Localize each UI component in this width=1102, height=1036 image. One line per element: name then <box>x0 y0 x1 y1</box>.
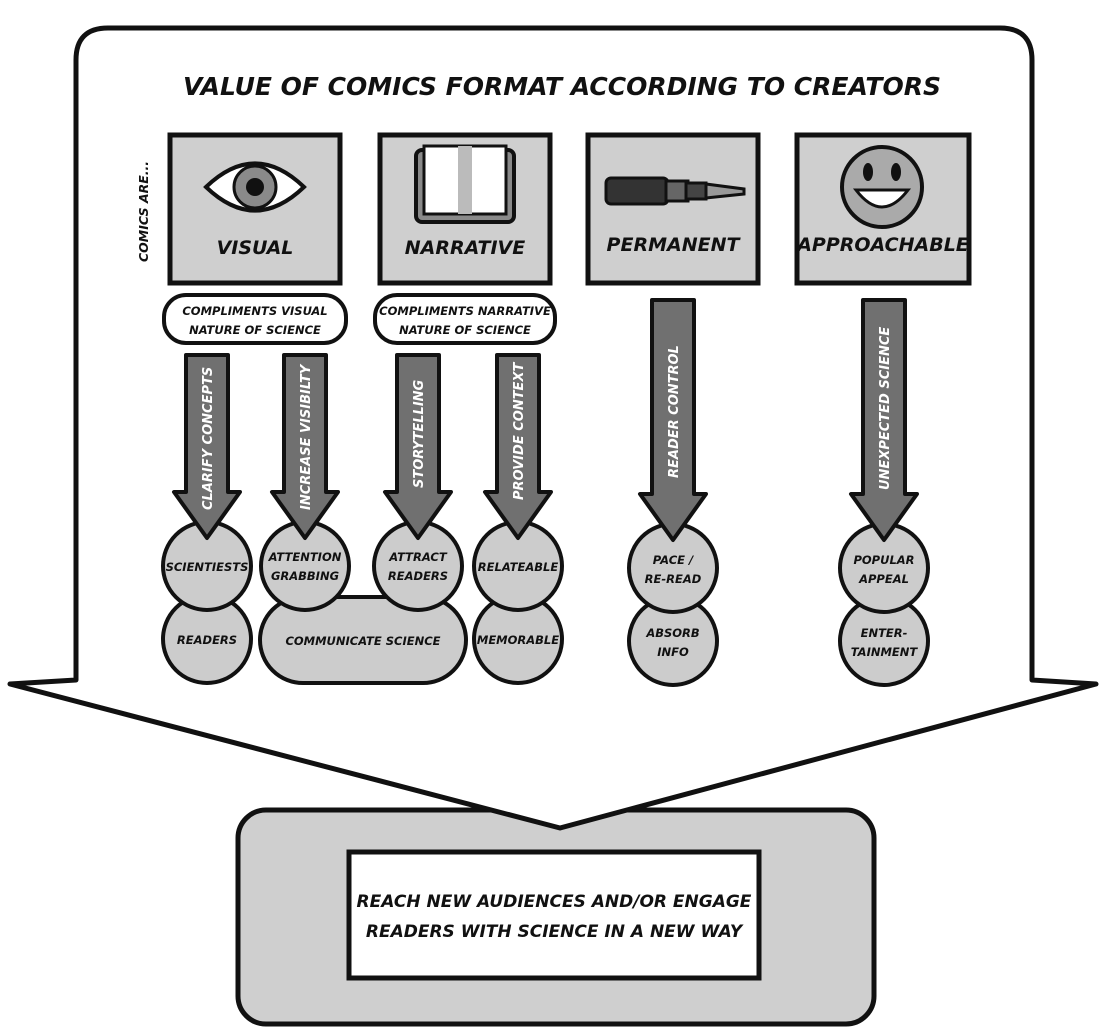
category-label-permanent: PERMANENT <box>607 234 742 256</box>
side-label: COMICS ARE... <box>136 161 151 262</box>
outcome-attention-grabbing: ATTENTION GRABBING <box>259 520 351 612</box>
arrow-provide-context: PROVIDE CONTEXT <box>483 353 553 540</box>
arrow-label-storytelling: STORYTELLING <box>412 379 427 488</box>
outcome-attract-label-2: READERS <box>388 569 448 583</box>
eye-icon <box>203 161 307 213</box>
outcome-memorable: MEMORABLE <box>472 593 564 685</box>
arrow-label-clarify: CLARIFY CONCEPTS <box>201 367 216 510</box>
arrow-unexpected-science: UNEXPECTED SCIENCE <box>849 298 919 542</box>
arrow-clarify-concepts: CLARIFY CONCEPTS <box>172 353 242 540</box>
smiley-icon <box>840 145 924 229</box>
note-visual: COMPLIMENTS VISUAL NATURE OF SCIENCE <box>162 293 348 345</box>
note-narrative: COMPLIMENTS NARRATIVE NATURE OF SCIENCE <box>373 293 557 345</box>
diagram-title: VALUE OF COMICS FORMAT ACCORDING TO CREA… <box>183 72 941 101</box>
outcome-absorb-info: ABSORB INFO <box>627 595 719 687</box>
arrow-reader-control: READER CONTROL <box>638 298 708 542</box>
outcome-attention-label-2: GRABBING <box>271 569 339 583</box>
category-visual: VISUAL <box>167 132 343 286</box>
note-narrative-line-2: NATURE OF SCIENCE <box>399 323 531 337</box>
outcome-absorb-label-2: INFO <box>657 645 689 659</box>
note-visual-line-1: COMPLIMENTS VISUAL <box>182 304 327 318</box>
arrow-label-visibility: INCREASE VISIBILTY <box>299 363 314 510</box>
outcome-relateable: RELATEABLE <box>472 520 564 612</box>
category-permanent: PERMANENT <box>585 132 761 286</box>
arrow-increase-visibility: INCREASE VISIBILTY <box>270 353 340 540</box>
note-narrative-line-1: COMPLIMENTS NARRATIVE <box>379 304 551 318</box>
outcome-communicate-science: COMMUNICATE SCIENCE <box>258 595 468 685</box>
outcome-entertainment: ENTER- TAINMENT <box>838 595 930 687</box>
conclusion-line-1: REACH NEW AUDIENCES AND/OR ENGAGE <box>357 892 752 912</box>
outcome-attract-label-1: ATTRACT <box>388 550 448 564</box>
outcome-popular-label-2: APPEAL <box>858 572 909 586</box>
pen-icon <box>604 176 746 206</box>
outcome-pace-label-1: PACE / <box>653 553 694 567</box>
outcome-scientists-label: SCIENTIESTS <box>166 560 249 574</box>
category-approachable: APPROACHABLE <box>794 132 972 286</box>
outcome-entertainment-label-2: TAINMENT <box>851 645 919 659</box>
category-narrative: NARRATIVE <box>377 132 553 286</box>
outcome-memorable-label: MEMORABLE <box>477 633 559 647</box>
arrow-label-reader-control: READER CONTROL <box>667 345 682 478</box>
outcome-relateable-label: RELATEABLE <box>478 560 559 574</box>
arrow-label-context: PROVIDE CONTEXT <box>512 362 527 500</box>
category-label-visual: VISUAL <box>217 237 294 259</box>
arrow-storytelling: STORYTELLING <box>383 353 453 540</box>
outcome-readers-label: READERS <box>177 633 237 647</box>
outcome-absorb-label-1: ABSORB <box>645 626 700 640</box>
outcome-entertainment-label-1: ENTER- <box>861 626 908 640</box>
outcome-attention-label-1: ATTENTION <box>268 550 342 564</box>
conclusion-box <box>346 849 762 981</box>
outcome-scientists: SCIENTIESTS <box>161 520 253 612</box>
note-visual-line-2: NATURE OF SCIENCE <box>189 323 321 337</box>
category-label-approachable: APPROACHABLE <box>795 234 969 256</box>
outcome-pace-label-2: RE-READ <box>645 572 702 586</box>
outcome-communicate-label: COMMUNICATE SCIENCE <box>285 634 440 648</box>
conclusion-line-2: READERS WITH SCIENCE IN A NEW WAY <box>366 922 744 942</box>
book-icon <box>414 144 516 224</box>
outcome-popular-label-1: POPULAR <box>853 553 914 567</box>
category-label-narrative: NARRATIVE <box>405 237 525 259</box>
arrow-label-unexpected: UNEXPECTED SCIENCE <box>878 327 893 490</box>
